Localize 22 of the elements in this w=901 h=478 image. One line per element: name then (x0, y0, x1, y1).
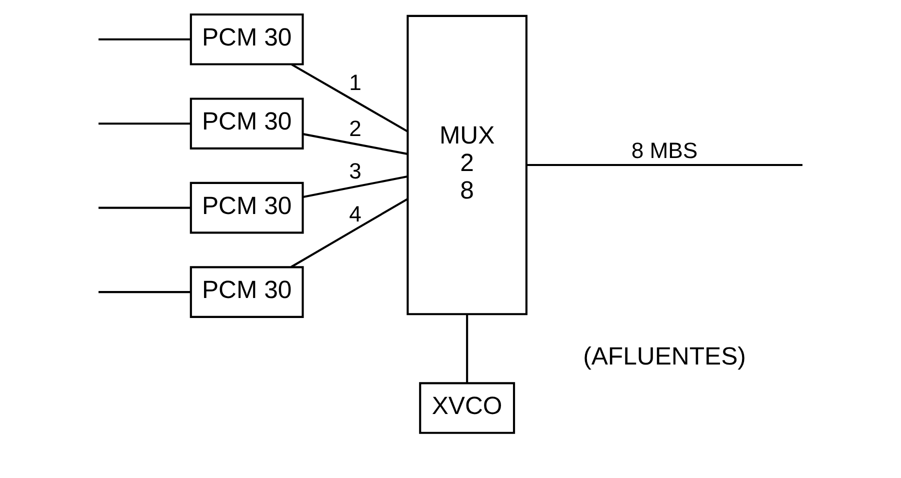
edge-label: 4 (349, 200, 362, 226)
connector (291, 63, 408, 132)
connector (526, 164, 802, 166)
connector (98, 122, 191, 124)
edge-label: 3 (349, 158, 362, 184)
node-box: PCM 30 (190, 266, 304, 318)
node-box: PCM 30 (190, 13, 304, 65)
node-box: PCM 30 (190, 181, 304, 234)
connector (98, 38, 191, 40)
node-box: PCM 30 (190, 97, 304, 149)
label: (AFLUENTES) (583, 342, 746, 370)
node-box: MUX 2 8 (406, 14, 528, 315)
connector (98, 290, 191, 293)
connector (290, 198, 408, 268)
node-box: XVCO (419, 382, 516, 434)
edge-label: 2 (349, 115, 362, 140)
connector (466, 314, 468, 382)
edge-label: 8 MBS (631, 137, 698, 162)
connector (302, 174, 408, 198)
edge-label: 1 (349, 70, 362, 95)
connector (98, 206, 191, 208)
connector (302, 132, 408, 154)
